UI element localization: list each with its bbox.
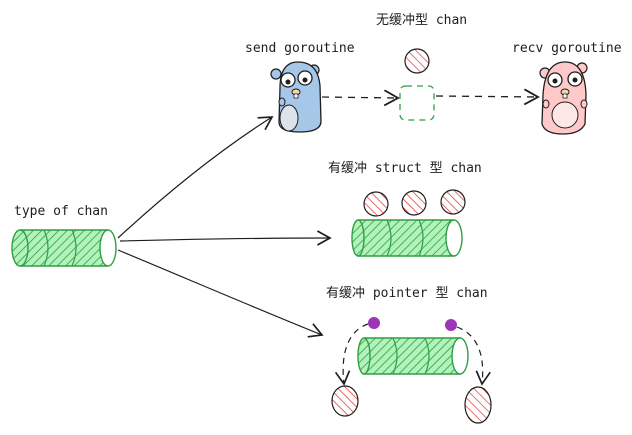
pointer-arrow-left: [334, 323, 369, 386]
unbuffered-chan-label: 无缓冲型 chan: [376, 13, 467, 28]
arrow-send-to-unbuffered: [321, 89, 400, 107]
pointer-dot-icon: [445, 319, 457, 331]
pointer-arrow-right: [456, 326, 491, 386]
recv-gopher-icon: [539, 61, 588, 135]
pointer-dot-icon: [368, 317, 380, 329]
arrow-to-send-goroutine: [117, 116, 274, 239]
unbuffered-token-icon: [404, 48, 430, 74]
pointer-target-icon: [464, 386, 492, 424]
struct-token-icon: [401, 190, 427, 216]
struct-token-icon: [440, 189, 466, 215]
arrow-to-struct-chan: [119, 230, 332, 246]
buffered-pointer-chan-label: 有缓冲 pointer 型 chan: [326, 286, 488, 301]
send-goroutine-label: send goroutine: [245, 41, 355, 56]
struct-chan-buffer: [351, 219, 463, 257]
arrow-to-pointer-chan: [117, 249, 324, 338]
arrow-unbuffered-to-recv: [435, 88, 540, 106]
buffered-struct-chan-label: 有缓冲 struct 型 chan: [328, 161, 482, 176]
type-of-chan-label: type of chan: [14, 204, 108, 219]
struct-token-icon: [363, 191, 389, 217]
pointer-target-icon: [331, 385, 359, 417]
source-chan-buffer: [11, 229, 117, 267]
pointer-chan-buffer: [357, 337, 469, 375]
unbuffered-chan-slot: [399, 85, 435, 121]
recv-goroutine-label: recv goroutine: [512, 41, 622, 56]
send-gopher-icon: [270, 61, 322, 133]
